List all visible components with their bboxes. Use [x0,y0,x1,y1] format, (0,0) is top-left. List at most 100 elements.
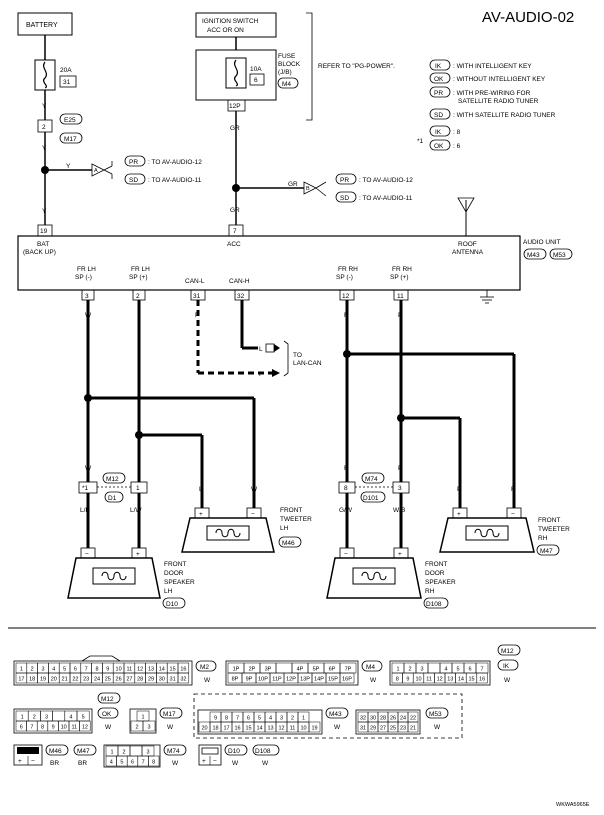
branch-b-pr-text: : TO AV-AUDIO-12 [359,177,413,184]
branch-a-letter: A [94,168,98,174]
bat-label: BAT [37,241,49,248]
m12-ik-pin-number: 14 [458,677,464,683]
star-note-ik: IK [435,129,442,136]
lh-tweeter-label-2: TWEETER [280,516,312,523]
m17-pin-number: 3 [147,725,150,731]
m4-pin-number: 3P [265,667,272,673]
lh-speaker-connector: D10 [166,601,178,608]
connector-d10-label: D10 [228,748,240,755]
m12-ok-cavity [52,710,66,722]
connector-m17: M17 [64,136,77,143]
m53-pin-number: 32 [360,716,366,722]
m4-pin-number: 9P [246,677,253,683]
m4-pin-number: 8P [232,677,239,683]
lh-speaker-circuit: W L L W W L *1 1 M12 D1 L/R L/W + − [67,300,312,609]
m43-pin-number: 14 [256,726,262,732]
m74-pin-number: 3 [146,750,149,756]
wire-color-y-branch: Y [66,163,71,170]
can-wire-p: P [195,312,199,319]
audio-unit-label: AUDIO UNIT [523,239,561,246]
m74-cavity [148,755,160,767]
acc-label: ACC [227,241,241,248]
connector-m4-label: M4 [366,664,375,671]
antenna-icon [457,197,475,213]
battery-fuse-box [34,59,56,91]
m12-ik-pin-number: 6 [468,667,471,673]
m43-pin-number: 15 [245,726,251,732]
m2-pin-number: 7 [85,667,88,673]
star-note-ok-value: : 6 [453,143,461,150]
star-note-ik-value: : 8 [453,129,461,136]
m2-pin-number: 27 [126,677,132,683]
rh-speaker-label-4: RH [425,588,435,595]
branch-a-arrow-icon [91,163,105,177]
rh-speaker-plus: + [398,551,402,558]
rh-tweeter-wire-r: R [511,486,516,493]
m2-pin-number: 32 [180,677,186,683]
legend: IK : WITH INTELLIGENT KEY OK : WITHOUT I… [417,59,556,151]
m12-ok-pin-number: 1 [21,715,24,721]
connector-m12-ok-code: OK [102,711,112,718]
battery-fuse-number: 31 [63,79,71,86]
m12-ik-pin-number: 3 [420,667,423,673]
pin-can-l-label: CAN-L [185,278,205,285]
m4-pin-number: 15P [328,677,338,683]
lh-speaker-plus: + [136,551,140,558]
fuse-block-label-1: FUSE [278,53,296,60]
connector-e25: E25 [64,117,76,124]
m2-pin-number: 10 [116,667,122,673]
connector-m43-label: M43 [329,711,342,718]
lh-speaker-minus: − [85,551,89,558]
lh-tweeter-connector: M46 [282,540,295,547]
m2-pin-number: 25 [105,677,111,683]
m2-pin-number: 9 [106,667,109,673]
rh-speaker-label-2: DOOR [425,570,445,577]
m2-pin-number: 22 [72,677,78,683]
connector-m74-label: M74 [167,748,180,755]
lh-tweeter-minus: − [251,511,255,518]
m12-ok-pin-number: 10 [61,725,67,731]
m2-pin-number: 1 [20,667,23,673]
connector-m12-ok-color: W [105,724,112,731]
legend-ok-code: OK [434,76,444,83]
m12-ok-pin-number: 5 [82,715,85,721]
m2-pin-number: 4 [52,667,55,673]
pin-fr-lh-plus-l1: FR LH [131,266,150,273]
pin-can-l: 31 [193,293,201,300]
rh-door-speaker-icon [326,557,422,599]
m74-pin-number: 6 [131,760,134,766]
pin-fr-lh-plus: 2 [136,293,140,300]
lh-pin-b: 1 [136,485,140,492]
pin-fr-rh-minus-l2: SP (-) [336,274,353,281]
m12-ok-pin-number: 7 [30,725,33,731]
lan-to: TO [293,352,302,359]
m53-pin-number: 25 [390,726,396,732]
pin-fr-lh-plus-l2: SP (+) [129,274,147,281]
branch-b-letter: B [306,186,310,192]
m2-pin-number: 2 [31,667,34,673]
connector-m46-color: BR [50,760,59,767]
connector-m12-ik-label: M12 [501,648,514,655]
lh-speaker-label-3: SPEAKER [164,579,195,586]
m12-ik-pin-number: 5 [456,667,459,673]
m2-pin-number: 15 [170,667,176,673]
connector-d108-color: W [262,760,269,767]
connector-m17-color: W [167,724,174,731]
lh-tweeter-wire-w: W [251,486,258,493]
m4-pin-number: 13P [300,677,310,683]
rh-wire-wb: W/B [393,507,405,514]
roof-label-2: ANTENNA [452,249,484,256]
m43-pin-number: 10 [300,726,306,732]
rh-connector-d101: D101 [363,495,379,502]
m12-ok-pin-number: 12 [82,725,88,731]
m4-pin-number: 16P [342,677,352,683]
m43-pin-number: 17 [223,726,229,732]
m43-pin-number: 4 [269,716,272,722]
m53-pin-number: 21 [410,726,416,732]
rh-pin-a: 8 [344,485,348,492]
legend-ik-code: IK [435,63,442,70]
